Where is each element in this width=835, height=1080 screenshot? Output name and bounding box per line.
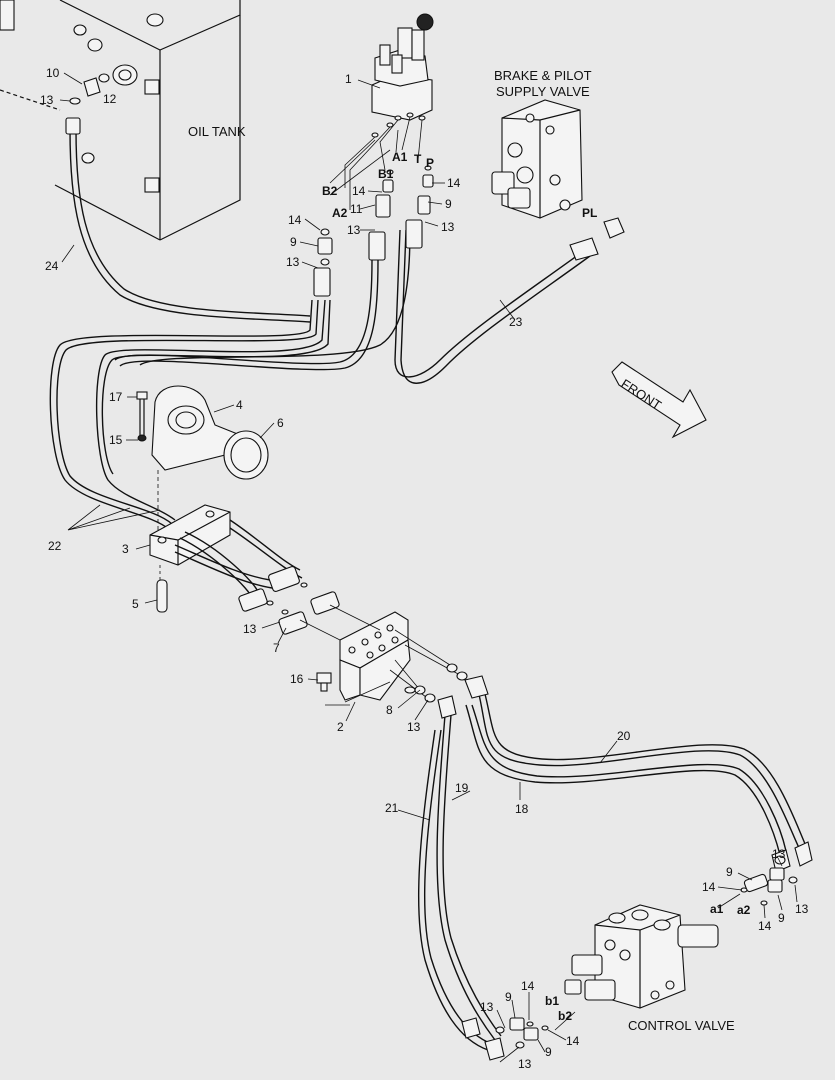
callout-9-f: 9 xyxy=(545,1045,552,1059)
callout-17: 17 xyxy=(109,390,123,404)
callout-14-g: 14 xyxy=(566,1034,580,1048)
hose-23 xyxy=(394,229,599,384)
callout-13-c: 13 xyxy=(347,223,361,237)
callout-18: 18 xyxy=(515,802,529,816)
tank-fitting xyxy=(69,73,110,105)
callout-13-b: 13 xyxy=(286,255,300,269)
callout-13-i: 13 xyxy=(480,1000,494,1014)
bolt-16 xyxy=(316,672,332,692)
hose-21 xyxy=(417,729,505,1061)
oil-tank xyxy=(0,0,241,241)
callout-1: 1 xyxy=(345,72,352,86)
callout-numbers: 1 2 3 4 5 6 7 8 9 9 9 9 9 9 10 11 12 13 … xyxy=(40,66,809,1071)
grommet xyxy=(223,430,269,480)
port-lower-a1: a1 xyxy=(710,902,724,916)
port-labels: B2 A2 B1 A1 T P PL a1 a2 b1 b2 xyxy=(322,150,751,1023)
hose-24 xyxy=(65,117,311,323)
callout-2: 2 xyxy=(337,720,344,734)
pilot-port-seals xyxy=(344,112,426,210)
callout-20: 20 xyxy=(617,729,631,743)
callout-9-a: 9 xyxy=(290,235,297,249)
hose-20 xyxy=(464,675,813,867)
bolt-17 xyxy=(136,391,148,442)
callout-9-e: 9 xyxy=(505,990,512,1004)
callout-4: 4 xyxy=(236,398,243,412)
callout-14-b: 14 xyxy=(352,184,366,198)
port-b2: B2 xyxy=(322,184,338,198)
hose-19 xyxy=(436,695,502,1041)
callout-14-c: 14 xyxy=(447,176,461,190)
brake-pilot-supply-valve xyxy=(491,99,583,219)
port-pl: PL xyxy=(582,206,597,220)
callout-22: 22 xyxy=(48,539,62,553)
callout-13-d: 13 xyxy=(441,220,455,234)
callout-8: 8 xyxy=(386,703,393,717)
callout-24: 24 xyxy=(45,259,59,273)
callout-14-e: 14 xyxy=(758,919,772,933)
callout-13-g: 13 xyxy=(772,847,786,861)
clamp-plate xyxy=(151,385,241,471)
callout-13-f: 13 xyxy=(407,720,421,734)
mounting-bracket xyxy=(339,611,416,701)
oil-tank-label: OIL TANK xyxy=(188,124,246,139)
port-lower-b2: b2 xyxy=(558,1009,572,1023)
pin-5 xyxy=(156,579,168,613)
callout-14-f: 14 xyxy=(521,979,535,993)
callout-14-d: 14 xyxy=(702,880,716,894)
port-lower-a2: a2 xyxy=(737,903,751,917)
pilot-valve xyxy=(371,13,434,121)
callout-16: 16 xyxy=(290,672,304,686)
port-a1: A1 xyxy=(392,150,408,164)
callout-13-e: 13 xyxy=(243,622,257,636)
callout-13-h: 13 xyxy=(795,902,809,916)
callout-19: 19 xyxy=(455,781,469,795)
control-valve xyxy=(564,904,719,1009)
port-t: T xyxy=(414,152,422,166)
callout-11: 11 xyxy=(350,202,363,216)
port-a2: A2 xyxy=(332,206,348,220)
callout-10: 10 xyxy=(46,66,60,80)
port-b1: B1 xyxy=(378,167,394,181)
pl-fitting xyxy=(603,217,625,239)
callout-13-j: 13 xyxy=(518,1057,532,1071)
callout-21: 21 xyxy=(385,801,399,815)
callout-12: 12 xyxy=(103,92,117,106)
callout-9-b: 9 xyxy=(445,197,452,211)
callout-7: 7 xyxy=(273,641,280,655)
bracket-seals xyxy=(414,663,468,703)
port-p: P xyxy=(426,156,434,170)
callout-13-a: 13 xyxy=(40,93,54,107)
pilot-fittings-upper xyxy=(313,165,434,297)
callout-23: 23 xyxy=(509,315,523,329)
port-lower-b1: b1 xyxy=(545,994,559,1008)
pilot-hoses-upper xyxy=(49,229,411,531)
callout-9-d: 9 xyxy=(778,911,785,925)
callout-3: 3 xyxy=(122,542,129,556)
callout-5: 5 xyxy=(132,597,139,611)
callout-6: 6 xyxy=(277,416,284,430)
brake-pilot-label-2: SUPPLY VALVE xyxy=(496,84,590,99)
control-valve-label: CONTROL VALVE xyxy=(628,1018,735,1033)
brake-pilot-label-1: BRAKE & PILOT xyxy=(494,68,592,83)
callout-leaders xyxy=(59,72,798,1063)
callout-14-a: 14 xyxy=(288,213,302,227)
callout-9-c: 9 xyxy=(726,865,733,879)
callout-15: 15 xyxy=(109,433,123,447)
front-arrow-icon xyxy=(611,361,707,439)
